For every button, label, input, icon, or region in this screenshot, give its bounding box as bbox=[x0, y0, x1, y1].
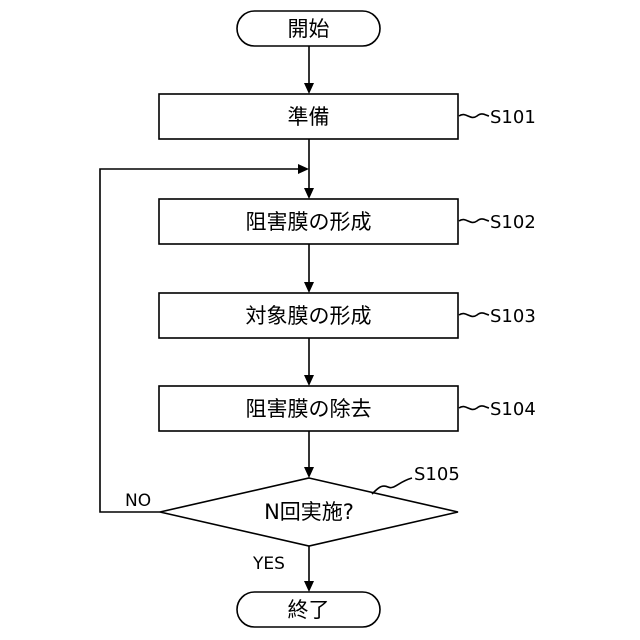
step-s102-leader bbox=[459, 219, 489, 222]
yes-branch-label: YES bbox=[252, 554, 285, 574]
step-s101-id: S101 bbox=[490, 107, 536, 128]
step-s103-leader bbox=[459, 313, 489, 316]
arrowhead bbox=[304, 83, 314, 94]
connector-s102-s103 bbox=[304, 244, 314, 293]
arrowhead bbox=[304, 581, 314, 592]
step-s101-label: 準備 bbox=[288, 105, 330, 129]
arrowhead bbox=[304, 467, 314, 478]
step-s103: 対象膜の形成 S103 bbox=[159, 293, 536, 338]
start-terminal: 開始 bbox=[237, 11, 380, 46]
decision-s105-id: S105 bbox=[414, 464, 460, 485]
decision-s105-leader bbox=[372, 478, 412, 494]
step-s102: 阻害膜の形成 S102 bbox=[159, 199, 536, 244]
step-s101: 準備 S101 bbox=[159, 94, 536, 139]
step-s104-label: 阻害膜の除去 bbox=[246, 397, 372, 421]
decision-s105: N回実施? S105 bbox=[160, 464, 460, 546]
connector-s104-s105 bbox=[304, 431, 314, 478]
connector-s103-s104 bbox=[304, 338, 314, 386]
arrowhead bbox=[304, 282, 314, 293]
step-s104-id: S104 bbox=[490, 399, 536, 420]
arrowhead bbox=[304, 188, 314, 199]
step-s104: 阻害膜の除去 S104 bbox=[159, 386, 536, 431]
arrowhead bbox=[298, 164, 309, 174]
no-branch-label: NO bbox=[125, 491, 151, 511]
step-s103-id: S103 bbox=[490, 306, 536, 327]
step-s102-id: S102 bbox=[490, 212, 536, 233]
end-terminal-label: 終了 bbox=[288, 598, 330, 622]
connector-yes-end: YES bbox=[252, 546, 314, 592]
step-s102-label: 阻害膜の形成 bbox=[246, 210, 372, 234]
arrowhead bbox=[304, 375, 314, 386]
decision-s105-label: N回実施? bbox=[264, 500, 354, 524]
step-s101-leader bbox=[459, 114, 489, 117]
step-s103-label: 対象膜の形成 bbox=[246, 304, 372, 328]
end-terminal: 終了 bbox=[237, 592, 380, 627]
connector-start-s101 bbox=[304, 46, 314, 94]
step-s104-leader bbox=[459, 406, 489, 409]
start-terminal-label: 開始 bbox=[288, 17, 330, 41]
